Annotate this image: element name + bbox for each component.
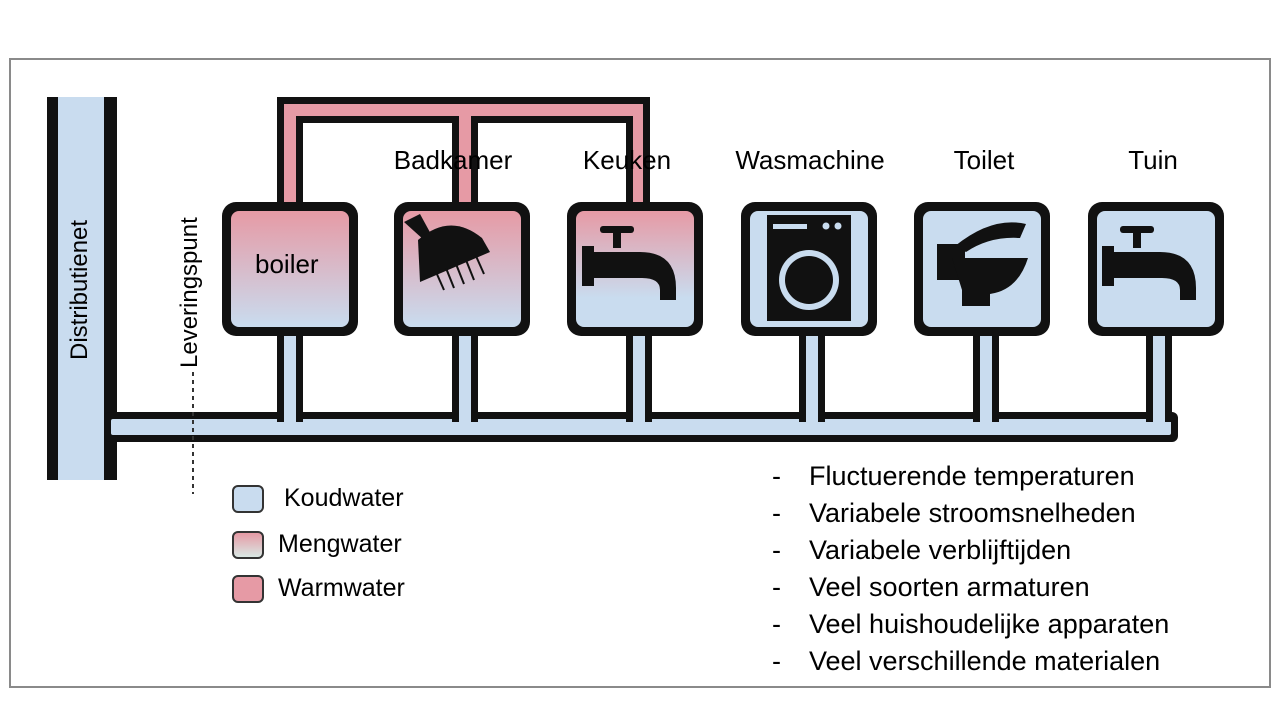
legend-item-mixed: Mengwater (232, 530, 402, 559)
cold-water-risers (277, 330, 1172, 422)
list-item: -Variabele verblijftijden (772, 535, 1072, 565)
characteristics-list: -Fluctuerende temperaturen -Variabele st… (772, 458, 1169, 680)
legend-item-cold: Koudwater (232, 484, 404, 513)
list-item: -Veel huishoudelijke apparaten (772, 609, 1170, 639)
list-item: -Variabele stroomsnelheden (772, 498, 1136, 528)
washing-machine-icon (767, 215, 851, 321)
boiler-label: boiler (255, 249, 319, 279)
boiler-box (222, 202, 358, 336)
legend-label-cold: Koudwater (284, 484, 404, 512)
hot-water-pipe (277, 97, 650, 205)
legend-label-mixed: Mengwater (278, 530, 402, 558)
room-label-tuin: Tuin (1128, 145, 1178, 175)
room-label-badkamer: Badkamer (393, 145, 513, 175)
distribution-network-pipe (47, 97, 117, 480)
legend-item-warm: Warmwater (232, 574, 405, 603)
list-item: -Veel soorten armaturen (772, 572, 1090, 602)
room-label-toilet: Toilet (953, 145, 1015, 175)
garden-tap-icon (1102, 226, 1196, 300)
delivery-point-label: Leveringspunt (176, 217, 203, 368)
legend-swatch-mixed (232, 530, 264, 559)
room-label-keuken: Keuken (582, 145, 672, 175)
list-item: -Fluctuerende temperaturen (772, 461, 1135, 491)
legend-label-warm: Warmwater (278, 574, 405, 602)
shower-icon (404, 214, 490, 291)
toilet-icon (937, 222, 1028, 306)
list-item: -Veel verschillende materialen (772, 646, 1161, 676)
room-label-wasmachine: Wasmachine (735, 145, 885, 175)
legend-swatch-cold (232, 484, 264, 513)
kitchen-tap-icon (582, 226, 676, 300)
main-supply-pipe (104, 412, 1178, 442)
distribution-network-label: Distributienet (66, 219, 93, 360)
legend-swatch-warm (232, 574, 264, 603)
